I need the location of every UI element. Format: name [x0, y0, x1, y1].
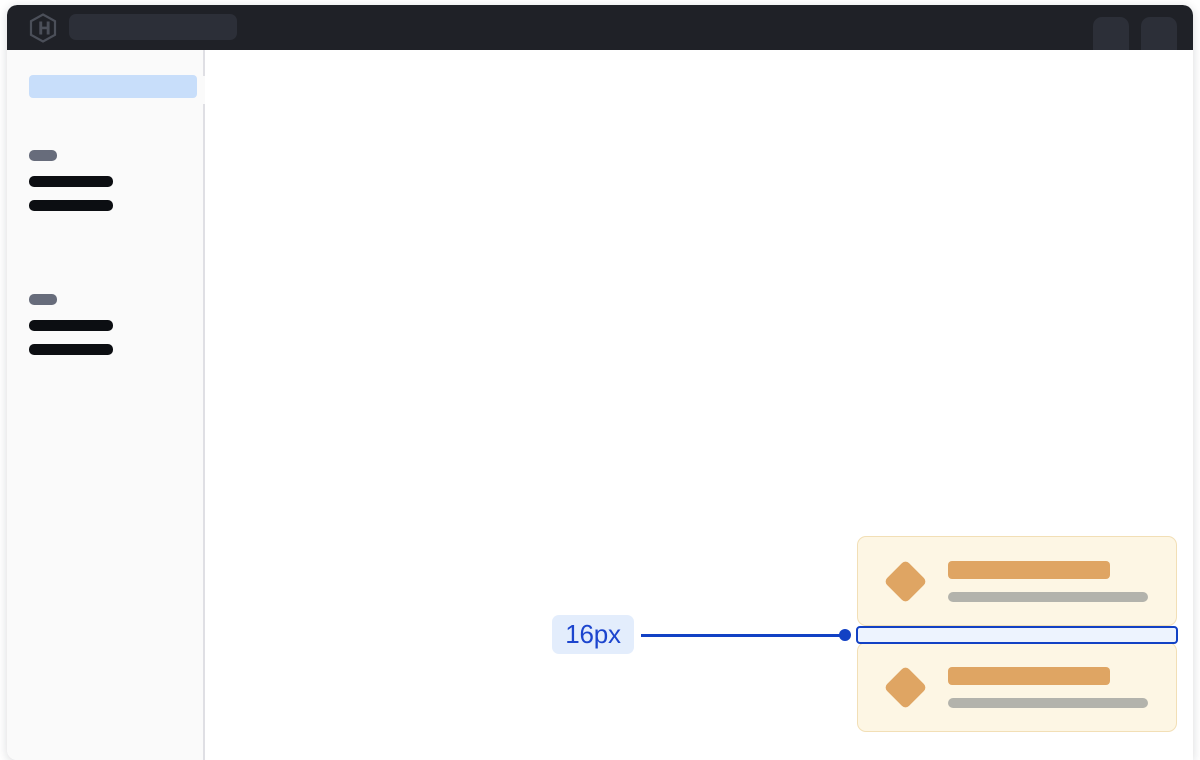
hashicorp-hexagon-logo-icon [28, 13, 58, 43]
sidebar-item-1-2[interactable] [29, 200, 113, 211]
sidebar-item-2-1[interactable] [29, 320, 113, 331]
sidebar-item-2-2[interactable] [29, 344, 113, 355]
card-title [948, 560, 1110, 579]
app-body: 16px [7, 50, 1193, 760]
header-search-input[interactable] [69, 14, 237, 40]
spacing-measure-highlight [856, 626, 1178, 644]
header-action-placeholder-2[interactable] [1141, 17, 1177, 50]
diamond-icon [883, 665, 928, 709]
sidebar-nav-group-2 [29, 294, 189, 368]
app-window: 16px [7, 5, 1193, 760]
card-text-block [948, 560, 1148, 602]
spacing-measure-label: 16px [552, 615, 634, 654]
card-title [948, 666, 1110, 685]
spacing-measure-anchor-dot [839, 629, 851, 641]
card-stack [857, 536, 1177, 732]
sidebar-search-input[interactable] [29, 75, 197, 98]
canvas: 16px [205, 50, 1193, 760]
sidebar-item-1-1[interactable] [29, 176, 113, 187]
diamond-icon [883, 559, 928, 603]
sidebar-nav-group-1 [29, 150, 189, 224]
info-card-1[interactable] [857, 536, 1177, 626]
spacing-measure-leader-line [641, 633, 843, 637]
sidebar [7, 50, 218, 760]
card-text-block [948, 666, 1148, 708]
card-subtitle [948, 697, 1148, 708]
header-actions [1093, 17, 1177, 50]
sidebar-group-label [29, 150, 57, 161]
card-subtitle [948, 591, 1148, 602]
header-action-placeholder-1[interactable] [1093, 17, 1129, 50]
app-header [7, 5, 1193, 50]
sidebar-group-label [29, 294, 57, 305]
info-card-2[interactable] [857, 642, 1177, 732]
